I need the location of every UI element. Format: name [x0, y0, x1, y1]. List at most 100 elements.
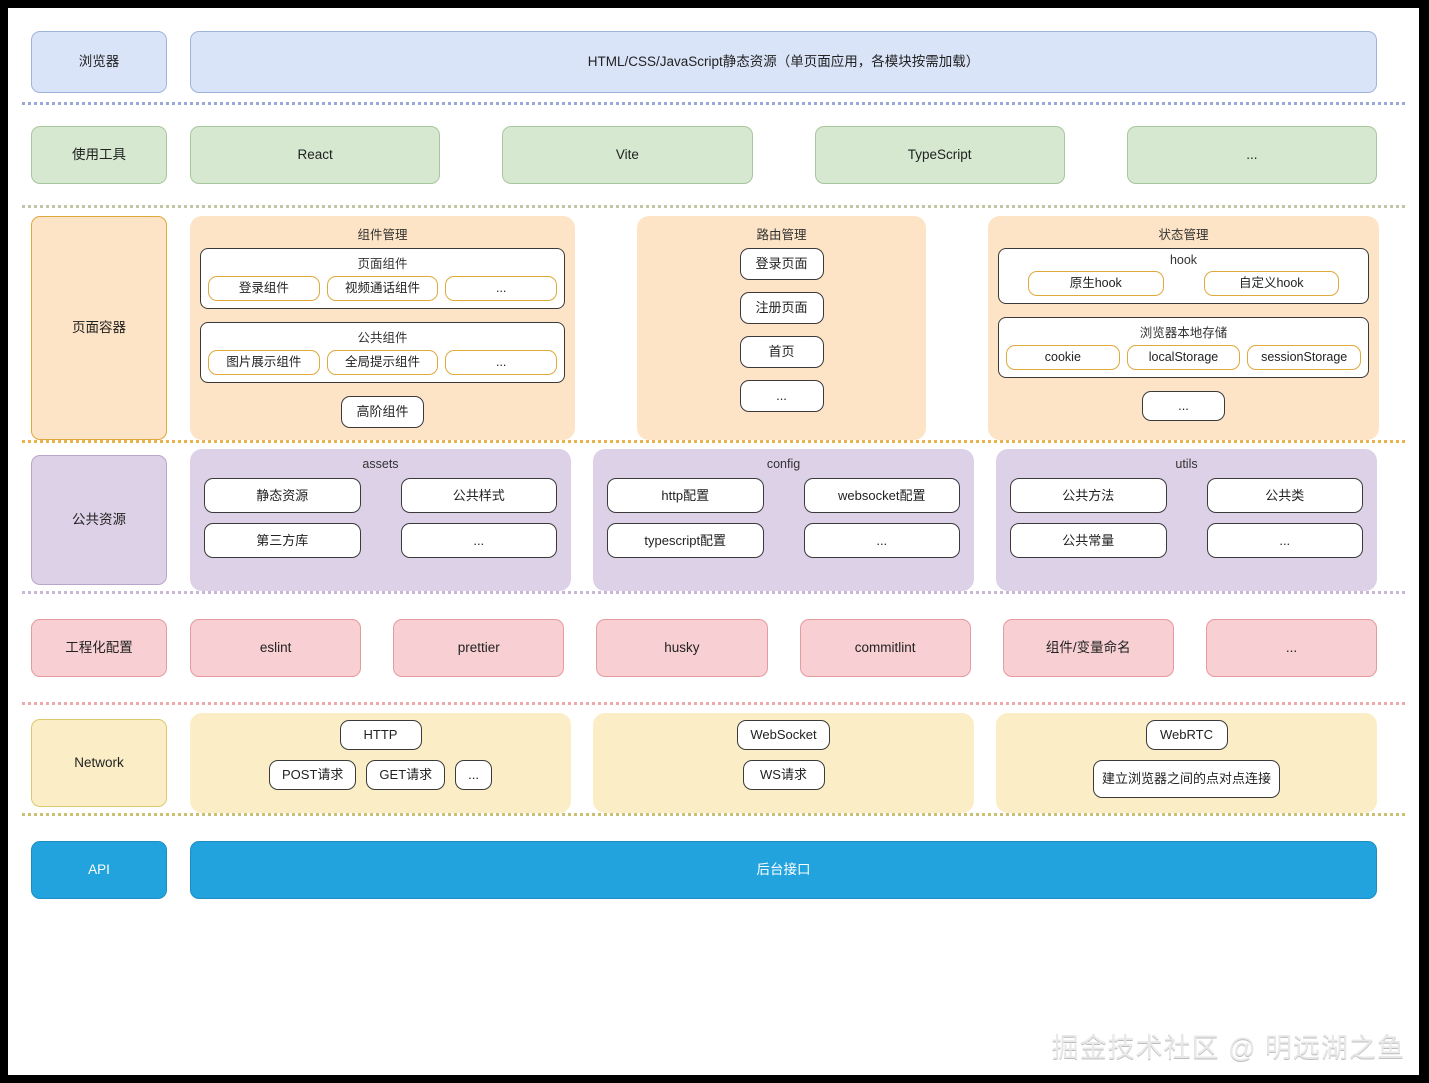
- http-title-row: HTTP: [200, 720, 561, 750]
- assets-common-styles: 公共样式: [400, 478, 557, 513]
- group-utils: utils 公共方法 公共类 公共常量 ...: [996, 449, 1377, 591]
- config-more: ...: [803, 523, 960, 558]
- label-tools: 使用工具: [31, 126, 167, 184]
- box-http: HTTP: [339, 720, 422, 750]
- row-page-container: 页面容器 组件管理 页面组件 登录组件 视频通话组件 ... 公共组件 图片展: [8, 208, 1419, 440]
- box-http-more: ...: [455, 760, 492, 790]
- eng-eslint: eslint: [190, 619, 362, 677]
- tool-more: ...: [1126, 126, 1377, 184]
- panel-common-components: 公共组件 图片展示组件 全局提示组件 ...: [200, 322, 565, 383]
- chip-page-components-more: ...: [445, 276, 558, 301]
- divider-network: [22, 813, 1405, 816]
- box-post-request: POST请求: [269, 760, 357, 790]
- group-router-management: 路由管理 登录页面 注册页面 首页 ...: [637, 216, 926, 440]
- storage-chip-list: cookie localStorage sessionStorage: [1006, 345, 1362, 370]
- diagram-canvas: 浏览器 HTML/CSS/JavaScript静态资源（单页面应用，各模块按需加…: [8, 8, 1419, 1075]
- box-higher-order-component: 高阶组件: [341, 396, 424, 428]
- browser-static-resources-banner: HTML/CSS/JavaScript静态资源（单页面应用，各模块按需加载）: [190, 31, 1377, 93]
- group-title-state-management: 状态管理: [1158, 228, 1209, 242]
- websocket-item-list: WS请求: [603, 760, 964, 790]
- row-public-resources: 公共资源 assets 静态资源 公共样式 第三方库 ... config ht…: [8, 443, 1419, 591]
- route-register-page: 注册页面: [739, 292, 824, 324]
- label-page-container: 页面容器: [31, 216, 167, 440]
- utils-common-constants: 公共常量: [1010, 523, 1167, 558]
- hook-chip-list: 原生hook 自定义hook: [1006, 271, 1361, 296]
- websocket-title-row: WebSocket: [603, 720, 964, 750]
- row-resources-label-col: 公共资源: [8, 449, 190, 591]
- eng-more: ...: [1205, 619, 1378, 677]
- divider-public-resources: [22, 591, 1405, 594]
- row-engineering-label-col: 工程化配置: [8, 619, 190, 677]
- panel-page-components: 页面组件 登录组件 视频通话组件 ...: [200, 248, 565, 309]
- eng-commitlint: commitlint: [799, 619, 971, 677]
- chip-cookie: cookie: [1006, 345, 1120, 370]
- label-public-resources: 公共资源: [31, 455, 167, 585]
- row-browser-label-col: 浏览器: [8, 31, 190, 93]
- divider-page-container: [22, 440, 1405, 443]
- chip-localstorage: localStorage: [1126, 345, 1241, 370]
- tool-react: React: [190, 126, 441, 184]
- tool-typescript: TypeScript: [814, 126, 1065, 184]
- chip-video-call-component: 视频通话组件: [326, 276, 439, 301]
- eng-naming-convention: 组件/变量命名: [1002, 619, 1174, 677]
- panel-hook: hook 原生hook 自定义hook: [998, 248, 1369, 304]
- config-item-grid: http配置 websocket配置 typescript配置 ...: [607, 478, 960, 558]
- divider-engineering: [22, 702, 1405, 705]
- chip-native-hook: 原生hook: [1028, 271, 1164, 296]
- router-page-list: 登录页面 注册页面 首页 ...: [647, 248, 916, 412]
- webrtc-item-list: 建立浏览器之间的点对点连接: [1006, 760, 1367, 798]
- utils-item-grid: 公共方法 公共类 公共常量 ...: [1010, 478, 1363, 558]
- config-typescript: typescript配置: [607, 523, 764, 558]
- page-container-groups: 组件管理 页面组件 登录组件 视频通话组件 ... 公共组件 图片展示组件 全局…: [190, 216, 1379, 440]
- chip-common-components-more: ...: [445, 350, 558, 375]
- row-network-label-col: Network: [8, 713, 190, 813]
- row-api-label-col: API: [8, 841, 190, 899]
- row-engineering: 工程化配置 eslint prettier husky commitlint 组…: [8, 594, 1419, 702]
- assets-more: ...: [400, 523, 557, 558]
- group-title-assets: assets: [362, 457, 399, 471]
- api-backend-banner: 后台接口: [190, 841, 1377, 899]
- assets-third-party-libs: 第三方库: [204, 523, 361, 558]
- assets-item-grid: 静态资源 公共样式 第三方库 ...: [204, 478, 557, 558]
- group-title-config: config: [766, 457, 801, 471]
- row-page-label-col: 页面容器: [8, 216, 190, 440]
- label-engineering: 工程化配置: [31, 619, 167, 677]
- row-network: Network HTTP POST请求 GET请求 ... WebSocket …: [8, 705, 1419, 813]
- webrtc-title-row: WebRTC: [1006, 720, 1367, 750]
- watermark: 掘金技术社区 @ 明远湖之鱼: [1051, 1033, 1405, 1063]
- row-tools: 使用工具 React Vite TypeScript ...: [8, 105, 1419, 205]
- group-title-router-management: 路由管理: [756, 228, 807, 242]
- panel-title-common-components: 公共组件: [357, 331, 408, 345]
- eng-prettier: prettier: [393, 619, 565, 677]
- group-title-component-management: 组件管理: [357, 228, 408, 242]
- common-components-chip-list: 图片展示组件 全局提示组件 ...: [208, 350, 558, 375]
- group-state-management: 状态管理 hook 原生hook 自定义hook 浏览器本地存储 cookie …: [988, 216, 1379, 440]
- label-api: API: [31, 841, 167, 899]
- group-http: HTTP POST请求 GET请求 ...: [190, 713, 571, 813]
- box-webrtc: WebRTC: [1145, 720, 1228, 750]
- chip-global-toast-component: 全局提示组件: [326, 350, 439, 375]
- network-groups: HTTP POST请求 GET请求 ... WebSocket WS请求 W: [190, 713, 1377, 813]
- utils-more: ...: [1206, 523, 1363, 558]
- divider-tools: [22, 205, 1405, 208]
- http-method-list: POST请求 GET请求 ...: [200, 760, 561, 790]
- group-title-utils: utils: [1175, 457, 1198, 471]
- panel-title-hook: hook: [1169, 253, 1198, 267]
- panel-title-browser-local-storage: 浏览器本地存储: [1139, 326, 1228, 340]
- engineering-item-list: eslint prettier husky commitlint 组件/变量命名…: [190, 619, 1378, 677]
- row-tools-label-col: 使用工具: [8, 126, 190, 184]
- label-network: Network: [31, 719, 167, 807]
- group-component-management: 组件管理 页面组件 登录组件 视频通话组件 ... 公共组件 图片展示组件 全局…: [190, 216, 575, 440]
- tools-item-list: React Vite TypeScript ...: [190, 126, 1377, 184]
- panel-browser-local-storage: 浏览器本地存储 cookie localStorage sessionStora…: [998, 317, 1369, 378]
- assets-static-resources: 静态资源: [204, 478, 361, 513]
- box-state-more: ...: [1142, 391, 1225, 421]
- box-websocket: WebSocket: [737, 720, 830, 750]
- utils-common-classes: 公共类: [1206, 478, 1363, 513]
- page-components-chip-list: 登录组件 视频通话组件 ...: [208, 276, 558, 301]
- row-api: API 后台接口: [8, 816, 1419, 912]
- box-webrtc-description: 建立浏览器之间的点对点连接: [1092, 760, 1280, 798]
- config-websocket: websocket配置: [803, 478, 960, 513]
- chip-login-component: 登录组件: [208, 276, 320, 301]
- group-webrtc: WebRTC 建立浏览器之间的点对点连接: [996, 713, 1377, 813]
